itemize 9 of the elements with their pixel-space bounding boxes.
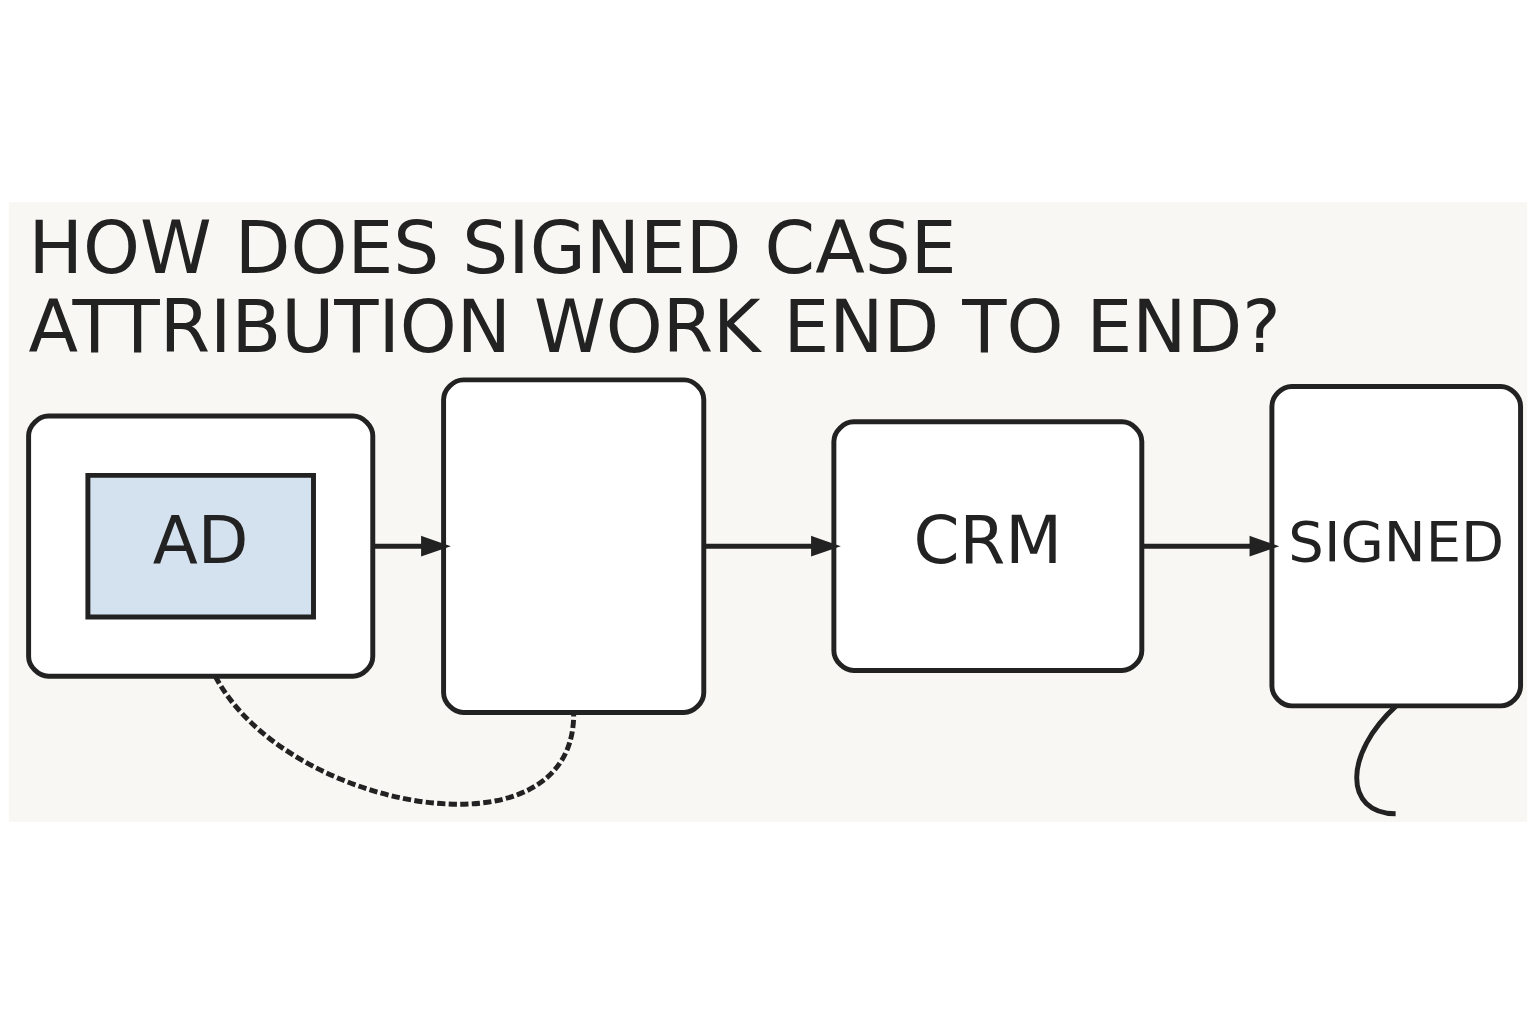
cluster: [26, 413, 376, 679]
node-box: CRM: [831, 419, 1145, 673]
arrow: [372, 535, 451, 557]
arrow: [1142, 535, 1280, 557]
node-box: AD: [85, 472, 316, 620]
node-box: SIGNED: [1269, 383, 1524, 709]
diagram-title: HOW DOES SIGNED CASE ATTRIBUTION WORK END TO END?: [28, 206, 1281, 370]
arrow: [704, 535, 841, 557]
node-box: [441, 377, 707, 715]
